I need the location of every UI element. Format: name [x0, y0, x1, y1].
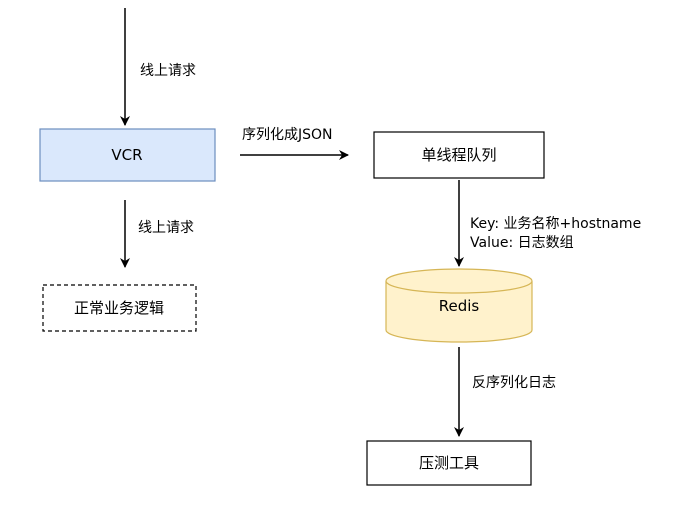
node-stress-tool: 压测工具: [366, 440, 532, 486]
queue-label: 单线程队列: [421, 146, 496, 164]
label-incoming-request: 线上请求: [140, 63, 196, 79]
edge-redis-to-tool: 反序列化日志: [454, 347, 556, 437]
label-redis-to-tool: 反序列化日志: [472, 375, 556, 391]
stress-tool-label: 压测工具: [419, 454, 479, 472]
label-vcr-to-normal: 线上请求: [138, 220, 194, 236]
edge-incoming-request: 线上请求: [120, 8, 196, 126]
label-vcr-to-queue: 序列化成JSON: [242, 127, 333, 143]
label-queue-to-redis-key: Key: 业务名称+hostname: [470, 216, 641, 232]
normal-logic-label: 正常业务逻辑: [74, 299, 164, 317]
vcr-box: [39, 128, 216, 182]
label-queue-to-redis-value: Value: 日志数组: [470, 235, 574, 251]
node-redis: Redis: [385, 268, 533, 343]
redis-label: Redis: [439, 297, 480, 315]
node-single-thread-queue: 单线程队列: [373, 131, 545, 179]
edge-vcr-to-queue: 序列化成JSON: [240, 127, 349, 160]
redis-cylinder-body: [385, 281, 533, 343]
redis-cylinder-top: [385, 268, 533, 294]
node-vcr: VCR: [39, 128, 216, 182]
normal-logic-box: [42, 284, 197, 332]
vcr-label: VCR: [111, 146, 142, 164]
edge-vcr-to-normal: 线上请求: [120, 200, 194, 268]
stress-tool-box: [366, 440, 532, 486]
node-normal-logic: 正常业务逻辑: [42, 284, 197, 332]
queue-box: [373, 131, 545, 179]
edge-queue-to-redis: Key: 业务名称+hostname Value: 日志数组: [454, 180, 641, 267]
